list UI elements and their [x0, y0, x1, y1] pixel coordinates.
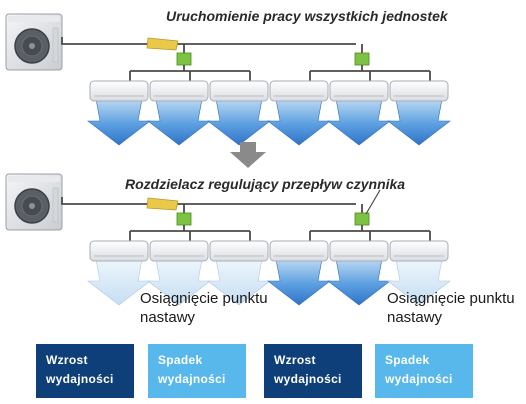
- bottom-indoor-unit-5: [329, 240, 389, 262]
- top-airflow-arrow-1: [87, 98, 151, 146]
- setpoint-note-left-line2: nastawy: [140, 309, 196, 326]
- capacity-box-2-line1: Spadek: [158, 353, 203, 367]
- transition-down-arrow-icon: [230, 142, 266, 168]
- top-airflow-arrow-3: [207, 98, 271, 146]
- setpoint-note-right-line2: nastawy: [387, 309, 443, 326]
- top-header-valve: [146, 37, 179, 51]
- bottom-airflow-arrow-3: [207, 258, 271, 306]
- bottom-outdoor-fan-center: [29, 203, 35, 209]
- bottom-indoor-unit-2: [149, 240, 209, 262]
- bottom-airflow-arrow-1: [87, 258, 151, 306]
- caption-leader-line: [365, 189, 381, 215]
- bottom-airflow-arrow-5: [327, 258, 391, 306]
- bottom-airflow-arrow-6: [387, 258, 451, 306]
- bottom-outdoor-unit-top: [8, 176, 60, 182]
- capacity-box-3-line2: wydajności: [274, 372, 342, 386]
- setpoint-note-left: Osiągnięcie punktu nastawy: [140, 289, 268, 327]
- bottom-airflow-arrow-2: [147, 258, 211, 306]
- capacity-decrease-box-1: Spadek wydajności: [148, 344, 246, 398]
- capacity-box-4-line2: wydajności: [385, 372, 453, 386]
- setpoint-note-right: Osiągnięcie punktu nastawy: [387, 289, 515, 327]
- capacity-box-2-line2: wydajności: [158, 372, 226, 386]
- capacity-box-1-line1: Wzrost: [46, 353, 88, 367]
- bottom-indoor-unit-6: [389, 240, 449, 262]
- top-outdoor-side-panel: [52, 27, 59, 63]
- top-scenario-caption: Uruchomienie pracy wszystkich jednostek: [166, 8, 448, 24]
- capacity-box-3-line1: Wzrost: [274, 353, 316, 367]
- setpoint-note-right-line1: Osiągnięcie punktu: [387, 290, 515, 307]
- top-airflow-arrow-2: [147, 98, 211, 146]
- top-outdoor-fan-center: [29, 43, 35, 49]
- top-indoor-unit-2: [149, 80, 209, 102]
- top-main-pipe: [61, 37, 356, 45]
- top-indoor-unit-5: [329, 80, 389, 102]
- top-branch-box-1: [176, 52, 192, 66]
- capacity-increase-box-1: Wzrost wydajności: [36, 344, 134, 398]
- bottom-airflow-arrow-4: [267, 258, 331, 306]
- bottom-indoor-unit-4: [269, 240, 329, 262]
- bottom-main-pipe: [61, 197, 356, 205]
- bottom-branch-box-1: [176, 212, 192, 226]
- bottom-scenario-caption: Rozdzielacz regulujący przepływ czynnika: [125, 176, 406, 192]
- bottom-outdoor-side-panel: [52, 187, 59, 223]
- capacity-box-1-line2: wydajności: [46, 372, 114, 386]
- capacity-box-4-line1: Spadek: [385, 353, 430, 367]
- top-indoor-unit-1: [89, 80, 149, 102]
- bottom-header-valve: [146, 197, 179, 211]
- top-outdoor-unit-top: [8, 16, 60, 22]
- top-airflow-arrow-4: [267, 98, 331, 146]
- top-branch-box-2: [354, 52, 370, 66]
- setpoint-note-left-line1: Osiągnięcie punktu: [140, 290, 268, 307]
- top-airflow-arrow-6: [387, 98, 451, 146]
- top-indoor-unit-6: [389, 80, 449, 102]
- top-indoor-unit-3: [209, 80, 269, 102]
- bottom-indoor-unit-1: [89, 240, 149, 262]
- top-indoor-unit-4: [269, 80, 329, 102]
- bottom-branch-box-2: [354, 212, 370, 226]
- bottom-indoor-unit-3: [209, 240, 269, 262]
- capacity-decrease-box-2: Spadek wydajności: [375, 344, 473, 398]
- top-airflow-arrow-5: [327, 98, 391, 146]
- capacity-increase-box-2: Wzrost wydajności: [264, 344, 362, 398]
